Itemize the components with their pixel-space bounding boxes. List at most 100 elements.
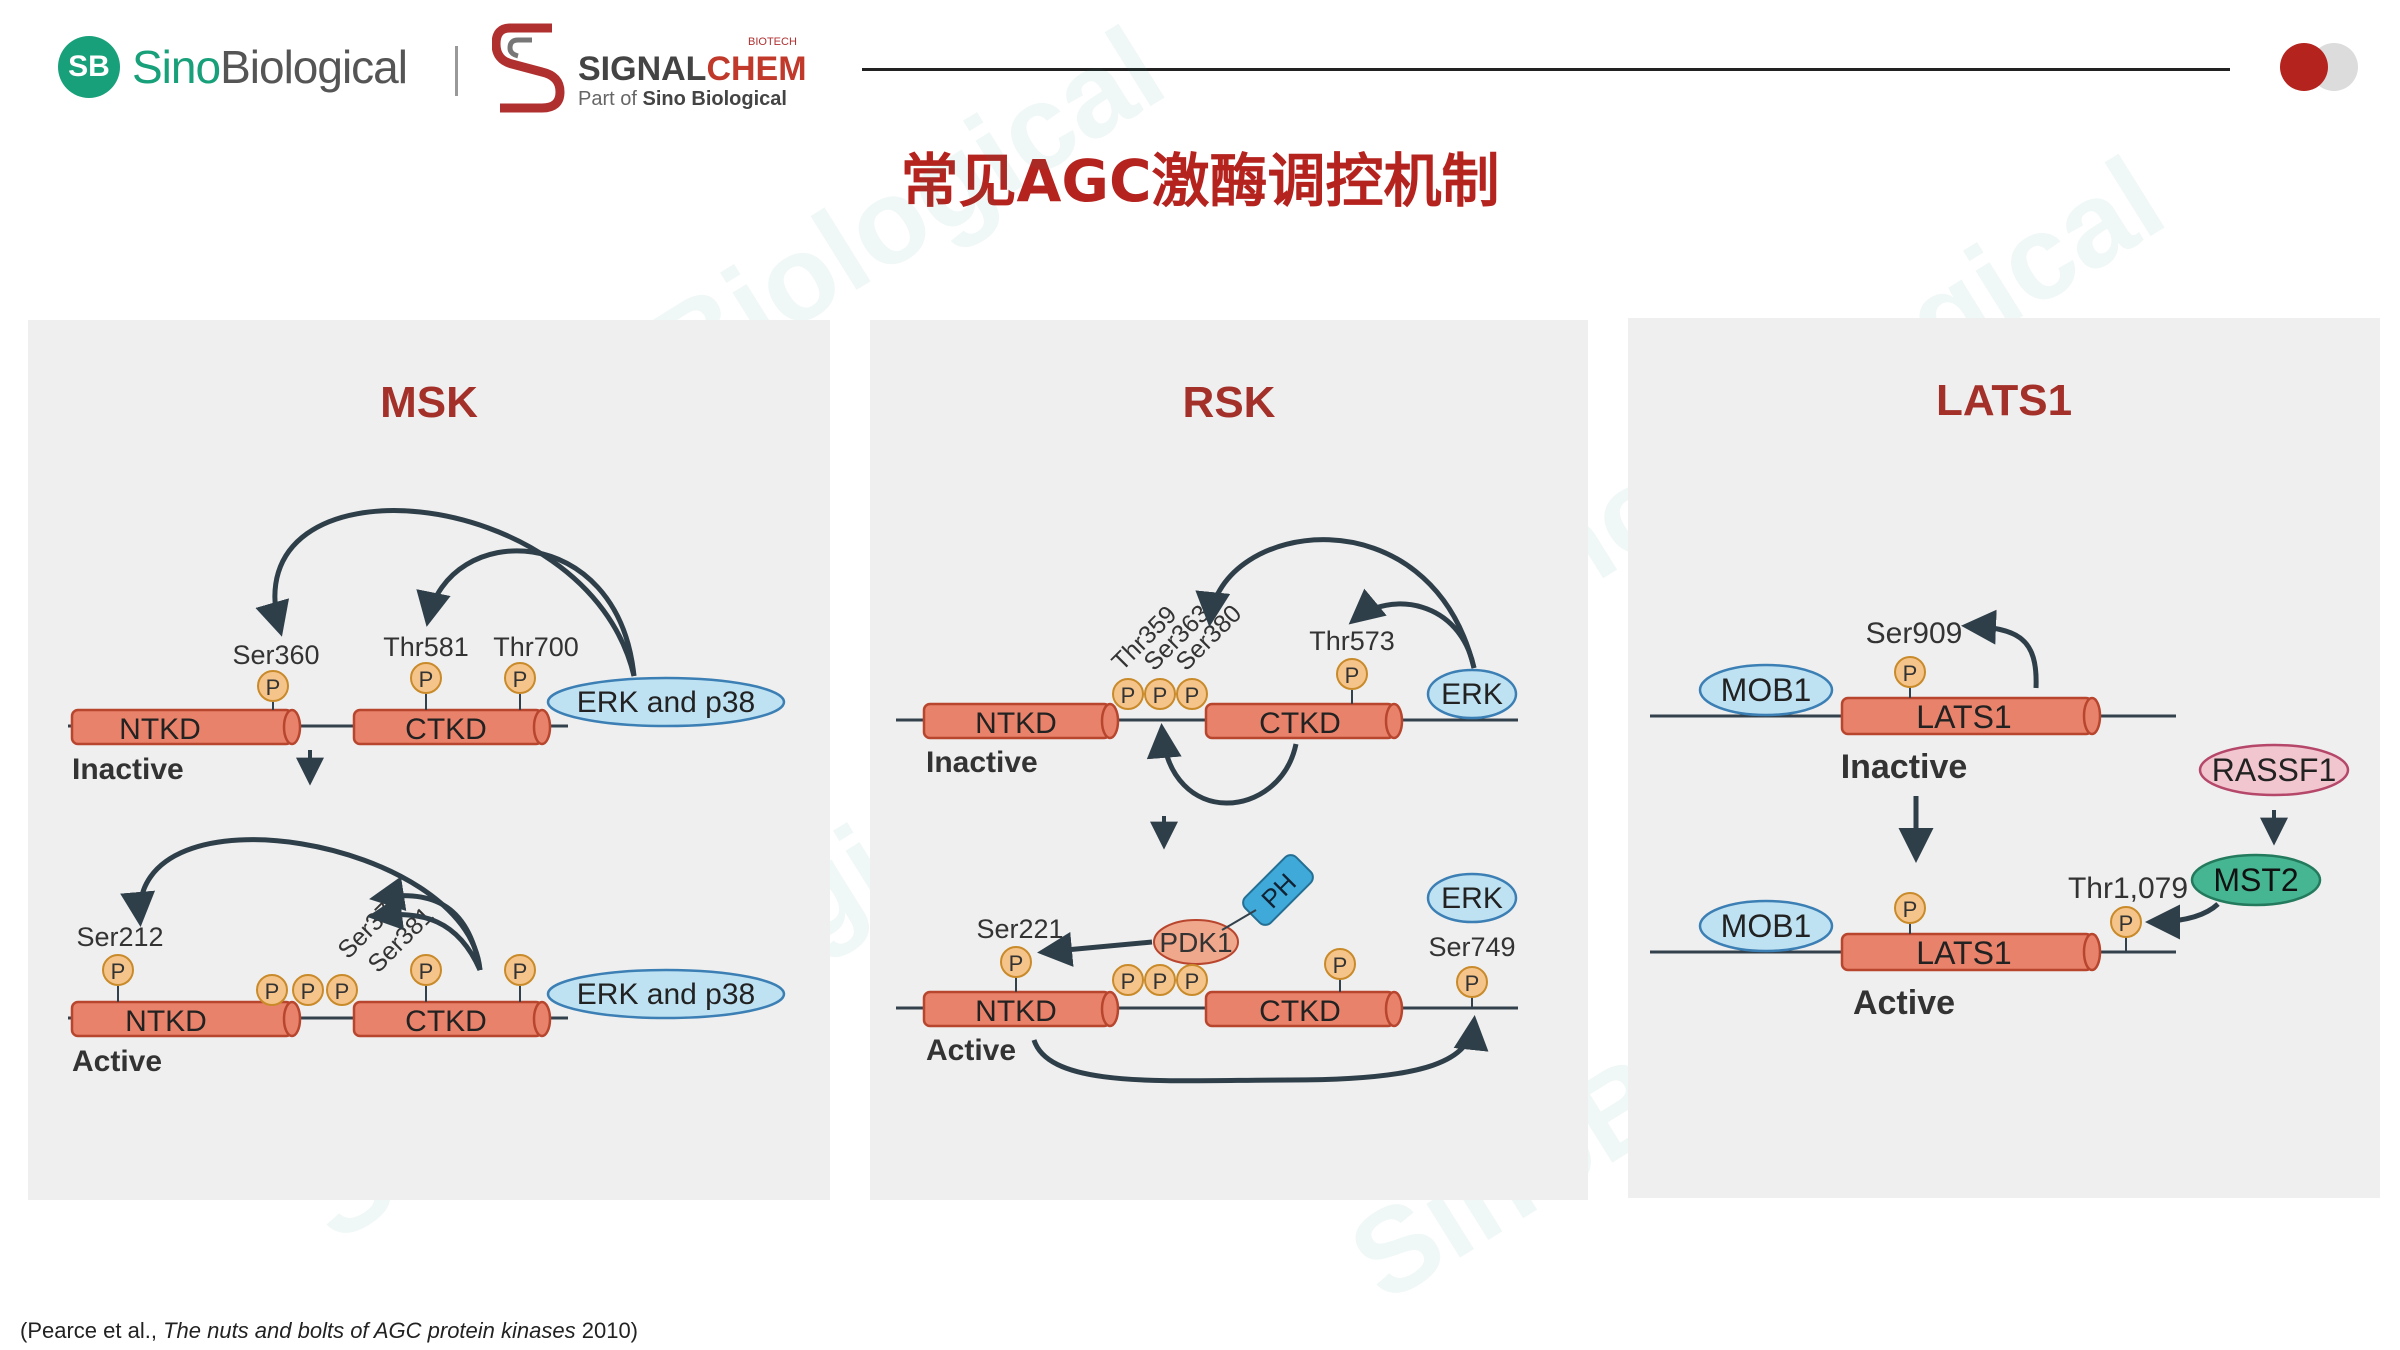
rsk-panel-title: RSK: [1182, 378, 1276, 427]
phospho-site: P: [256, 974, 288, 1006]
phospho-site: P: [504, 954, 536, 1002]
svg-text:P: P: [1903, 897, 1918, 922]
svg-text:P: P: [265, 979, 280, 1004]
svg-text:P: P: [1903, 661, 1918, 686]
phospho-site: P: [1000, 946, 1032, 992]
phospho-site: P: [1894, 656, 1926, 698]
svg-text:P: P: [419, 667, 434, 692]
site-label-thr573: Thr573: [1309, 626, 1395, 656]
lats1-active-label: Active: [1853, 984, 1955, 1022]
toggle-dots-icon[interactable]: [2276, 42, 2366, 102]
svg-text:P: P: [1009, 951, 1024, 976]
site-label-ser212: Ser212: [76, 922, 163, 952]
svg-text:P: P: [1153, 683, 1168, 708]
phospho-site: P: [102, 954, 134, 1002]
lats1-active-mob1: MOB1: [1698, 899, 1834, 953]
site-label-ser360: Ser360: [232, 640, 319, 670]
svg-text:CTKD: CTKD: [405, 1005, 487, 1038]
lats1-panel: LATS1 MOB1 LATS1 P Ser909 Inactive: [1628, 318, 2380, 1198]
rsk-active-ntkd: NTKD: [922, 990, 1120, 1028]
svg-text:P: P: [1121, 683, 1136, 708]
site-label-thr700: Thr700: [493, 632, 579, 662]
rsk-inactive-ctkd: CTKD: [1204, 702, 1404, 740]
svg-text:P: P: [1185, 683, 1200, 708]
svg-text:CTKD: CTKD: [1259, 707, 1341, 740]
msk-active-erk-p38: ERK and p38: [546, 968, 786, 1020]
citation-footnote: (Pearce et al., The nuts and bolts of AG…: [20, 1318, 639, 1343]
lats1-inactive-mob1: MOB1: [1698, 663, 1834, 717]
phospho-site: P: [1176, 678, 1208, 710]
svg-text:MOB1: MOB1: [1721, 672, 1812, 708]
svg-text:P: P: [1185, 969, 1200, 994]
svg-text:P: P: [513, 667, 528, 692]
svg-text:P: P: [513, 959, 528, 984]
logo-divider: [455, 46, 458, 96]
svg-text:NTKD: NTKD: [975, 707, 1057, 740]
rsk-inactive-erk: ERK: [1426, 668, 1518, 720]
phospho-site: P: [410, 662, 442, 710]
msk-inactive-erk-p38: ERK and p38: [546, 676, 786, 728]
site-label-thr581: Thr581: [383, 632, 469, 662]
msk-inactive-ctkd: CTKD: [352, 708, 552, 746]
svg-text:P: P: [301, 979, 316, 1004]
phospho-site: P: [504, 662, 536, 710]
phospho-site: P: [1456, 966, 1488, 1008]
phospho-site: P: [1112, 678, 1144, 710]
lats1-panel-title: LATS1: [1935, 376, 2073, 425]
rsk-active-erk: ERK: [1426, 872, 1518, 924]
page-title: 常见AGC激酶调控机制: [900, 147, 1500, 215]
phospho-site: P: [1324, 948, 1356, 992]
svg-text:MOB1: MOB1: [1721, 908, 1812, 944]
rsk-pdk1: PDK1: [1153, 919, 1239, 965]
signalchem-name: SIGNALCHEM: [578, 50, 807, 88]
msk-inactive-label: Inactive: [72, 753, 184, 786]
sino-biological-logo[interactable]: SB SinoBiological: [58, 36, 408, 98]
site-label-ser221: Ser221: [976, 914, 1063, 944]
svg-text:ERK: ERK: [1441, 678, 1503, 711]
phospho-site: P: [410, 954, 442, 1002]
rsk-panel: RSK NTKD CTKD ERK P P: [870, 320, 1588, 1200]
phospho-site: P: [257, 670, 289, 710]
svg-text:ERK and p38: ERK and p38: [577, 978, 755, 1011]
svg-text:NTKD: NTKD: [975, 995, 1057, 1028]
lats1-rassf1: RASSF1: [2198, 743, 2350, 797]
signalchem-s-icon: [491, 23, 565, 113]
header-rule: [862, 68, 2230, 71]
svg-text:CTKD: CTKD: [1259, 995, 1341, 1028]
svg-text:P: P: [1345, 663, 1360, 688]
lats1-inactive-kinase: LATS1: [1840, 696, 2102, 736]
svg-text:P: P: [1465, 971, 1480, 996]
page-header: SB SinoBiological BIOTECH SIGNALCHEM Par…: [0, 0, 2400, 140]
rsk-ph-domain: PH: [1242, 854, 1314, 926]
svg-text:P: P: [335, 979, 350, 1004]
phospho-site: P: [1894, 892, 1926, 934]
brand-name: SinoBiological: [132, 41, 408, 93]
signalchem-logo[interactable]: BIOTECH SIGNALCHEM Part of Sino Biologic…: [491, 20, 807, 121]
phospho-site: P: [1144, 678, 1176, 710]
svg-text:ERK: ERK: [1441, 882, 1503, 915]
svg-text:P: P: [419, 959, 434, 984]
biotech-tag: BIOTECH: [748, 36, 797, 48]
site-label-ser749: Ser749: [1428, 932, 1515, 962]
svg-text:ERK and p38: ERK and p38: [577, 686, 755, 719]
svg-text:MST2: MST2: [2213, 862, 2298, 898]
rsk-active-label: Active: [926, 1034, 1016, 1067]
msk-panel: MSK NTKD CTKD ERK and p38 P: [28, 320, 830, 1200]
svg-text:P: P: [1153, 969, 1168, 994]
svg-text:P: P: [1333, 953, 1348, 978]
sb-badge-icon: SB: [58, 36, 120, 98]
svg-text:NTKD: NTKD: [125, 1005, 207, 1038]
phospho-site: P: [2110, 906, 2142, 952]
svg-text:P: P: [1121, 969, 1136, 994]
phospho-site: P: [1112, 964, 1144, 996]
phospho-site: P: [1336, 658, 1368, 704]
rsk-inactive-ntkd: NTKD: [922, 702, 1120, 740]
phospho-site: P: [1176, 964, 1208, 996]
svg-text:NTKD: NTKD: [119, 713, 201, 746]
msk-panel-title: MSK: [380, 378, 478, 427]
lats1-active-kinase: LATS1: [1840, 932, 2102, 972]
phospho-site: P: [292, 974, 324, 1006]
lats1-mst2: MST2: [2190, 853, 2322, 907]
svg-text:RASSF1: RASSF1: [2212, 752, 2336, 788]
phospho-site: P: [1144, 964, 1176, 996]
